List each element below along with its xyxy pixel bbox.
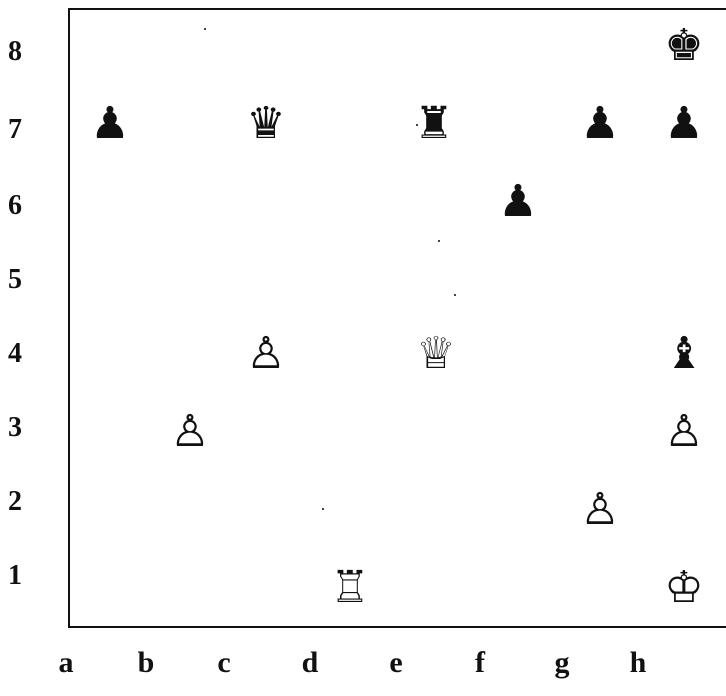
black-bishop-icon[interactable]: ♝ bbox=[658, 328, 710, 380]
file-label-g: g bbox=[550, 648, 574, 678]
chess-board[interactable] bbox=[68, 8, 726, 628]
black-pawn-icon[interactable]: ♟ bbox=[492, 176, 544, 228]
file-label-d: d bbox=[298, 648, 322, 678]
black-queen-icon[interactable]: ♛ bbox=[240, 98, 292, 150]
file-label-a: a bbox=[54, 648, 78, 678]
black-king-icon[interactable]: ♚ bbox=[658, 20, 710, 72]
white-pawn-icon[interactable]: ♙ bbox=[574, 484, 626, 536]
rank-label-6: 6 bbox=[8, 192, 32, 220]
black-pawn-icon[interactable]: ♟ bbox=[574, 98, 626, 150]
scan-speck bbox=[204, 28, 206, 30]
rank-label-5: 5 bbox=[8, 266, 32, 294]
scan-speck bbox=[438, 240, 440, 242]
rank-label-8: 8 bbox=[8, 38, 32, 66]
scan-speck bbox=[454, 294, 456, 296]
rank-label-1: 1 bbox=[8, 562, 32, 590]
white-pawn-icon[interactable]: ♙ bbox=[164, 406, 216, 458]
scan-speck bbox=[322, 508, 324, 510]
rank-label-7: 7 bbox=[8, 116, 32, 144]
file-label-h: h bbox=[626, 648, 650, 678]
rank-label-2: 2 bbox=[8, 488, 32, 516]
file-label-f: f bbox=[468, 648, 492, 678]
white-rook-icon[interactable]: ♖ bbox=[324, 562, 376, 614]
white-queen-icon[interactable]: ♕ bbox=[410, 328, 462, 380]
file-label-c: c bbox=[212, 648, 236, 678]
white-pawn-icon[interactable]: ♙ bbox=[658, 406, 710, 458]
white-king-icon[interactable]: ♔ bbox=[658, 562, 710, 614]
black-pawn-icon[interactable]: ♟ bbox=[658, 98, 710, 150]
white-pawn-icon[interactable]: ♙ bbox=[240, 328, 292, 380]
rank-label-3: 3 bbox=[8, 414, 32, 442]
scan-speck bbox=[416, 124, 418, 126]
black-pawn-icon[interactable]: ♟ bbox=[84, 98, 136, 150]
rank-label-4: 4 bbox=[8, 340, 32, 368]
file-label-e: e bbox=[384, 648, 408, 678]
file-label-b: b bbox=[134, 648, 158, 678]
